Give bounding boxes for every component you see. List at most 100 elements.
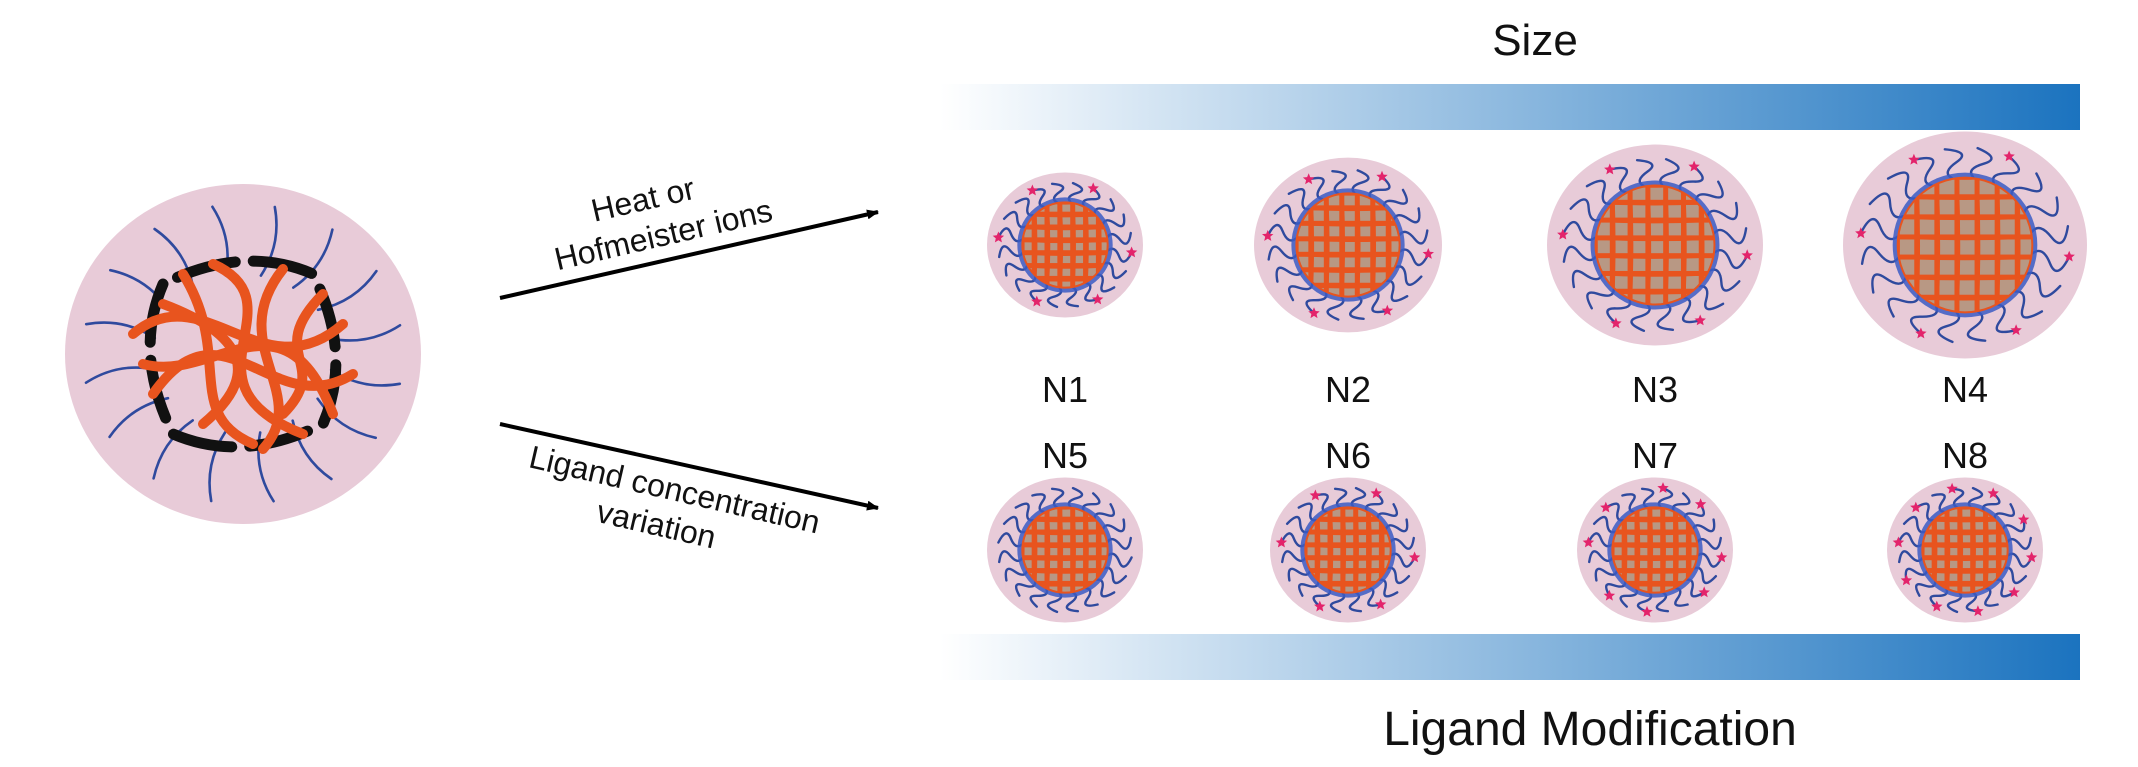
size-label: Size — [1492, 16, 1578, 65]
particle-label: N5 — [1042, 435, 1088, 476]
mesh-cavity — [1899, 239, 1915, 255]
mesh-strand — [1923, 543, 2007, 549]
mesh-cavity — [1383, 547, 1390, 556]
mesh-cavity — [1313, 225, 1324, 237]
targeting-ligand-marker — [1657, 482, 1669, 493]
mesh-cavity — [1358, 521, 1367, 530]
mesh-cavity — [1036, 229, 1045, 238]
targeting-ligand-marker — [1308, 307, 1320, 319]
mesh-cavity — [1665, 508, 1674, 517]
mesh-cavity — [1668, 275, 1681, 289]
targeting-ligand-marker — [1715, 551, 1728, 563]
mesh-strand — [1306, 568, 1390, 574]
mesh-cavity — [1023, 547, 1032, 556]
mesh-cavity — [1036, 268, 1045, 276]
particle-label: N1 — [1042, 369, 1088, 410]
mesh-cavity — [1650, 240, 1664, 254]
top-reaction-arrow — [499, 209, 879, 300]
mesh-cavity — [1023, 242, 1032, 251]
targeting-ligand-marker — [1408, 551, 1421, 563]
mesh-strand — [1596, 271, 1714, 277]
mesh-cavity — [2000, 560, 2007, 569]
mesh-cavity — [1036, 521, 1045, 530]
mesh-cavity — [1088, 547, 1096, 556]
mesh-cavity — [1049, 573, 1058, 581]
mesh-cavity — [1344, 194, 1355, 206]
mesh-cavity — [1383, 534, 1390, 543]
mesh-cavity — [1626, 534, 1635, 543]
mesh-strand — [1306, 543, 1390, 549]
mesh-cavity — [1383, 560, 1390, 569]
mesh-cavity — [1313, 272, 1324, 283]
mesh-cavity — [1919, 239, 1935, 255]
mesh-cavity — [1062, 547, 1071, 556]
mesh-cavity — [1962, 585, 1971, 592]
mesh-cavity — [1390, 241, 1399, 252]
targeting-ligand-marker — [2008, 586, 2020, 598]
polymer-chain — [128, 311, 348, 352]
mesh-strand — [1023, 543, 1107, 549]
mesh-cavity — [1088, 255, 1096, 264]
mesh-cavity — [1632, 222, 1646, 236]
bottom-arrow-label: Ligand concentration variation — [526, 439, 824, 556]
mesh-cavity — [1949, 508, 1958, 517]
mesh-cavity — [1962, 560, 1971, 569]
mesh-cavity — [1923, 534, 1932, 543]
ligand-chain — [2025, 271, 2062, 298]
targeting-ligand-marker — [2025, 551, 2038, 563]
nanoparticle — [1577, 477, 1733, 623]
mesh-cavity — [1371, 547, 1379, 556]
mesh-cavity — [1668, 293, 1681, 304]
ligand-chain — [292, 228, 334, 289]
mesh-cavity — [1075, 216, 1084, 225]
targeting-ligand-marker — [1374, 598, 1387, 610]
mesh-cavity — [1999, 279, 2015, 295]
particle-label: N2 — [1325, 369, 1371, 410]
mesh-cavity — [1049, 229, 1058, 238]
mesh-cavity — [1319, 560, 1328, 569]
targeting-ligand-marker — [1688, 160, 1700, 172]
mesh-cavity — [1936, 560, 1945, 569]
ligand-chain — [1871, 273, 1907, 294]
mesh-cavity — [1919, 279, 1935, 295]
mesh-cavity — [1962, 547, 1971, 556]
nanoparticle — [1254, 157, 1442, 333]
polymer-chain — [178, 269, 258, 449]
mesh-cavity — [1062, 280, 1071, 287]
ligand-chain — [1969, 146, 1993, 179]
mesh-cavity — [1345, 547, 1354, 556]
ligand-chain — [1912, 156, 1935, 187]
mesh-cavity — [1049, 280, 1058, 287]
mesh-cavity — [1949, 585, 1958, 592]
targeting-ligand-marker — [1031, 295, 1043, 307]
mesh-cavity — [1306, 560, 1315, 569]
mesh-cavity — [1597, 240, 1610, 254]
mesh-cavity — [1685, 258, 1699, 271]
ligand-chain — [1995, 303, 2018, 334]
mesh-cavity — [1650, 275, 1664, 289]
mesh-strand — [1613, 530, 1697, 536]
mesh-cavity — [1036, 255, 1045, 264]
mesh-strand — [1923, 530, 2007, 536]
mesh-strand — [1898, 255, 2032, 261]
ligand-chain — [1399, 248, 1430, 267]
mesh-cavity — [1652, 534, 1661, 543]
mesh-cavity — [1703, 240, 1714, 254]
mesh-cavity — [1332, 534, 1341, 543]
mesh-cavity — [1100, 255, 1107, 264]
ligand-chain — [2030, 225, 2070, 245]
mesh-cavity — [1939, 299, 1955, 312]
mesh-cavity — [1375, 241, 1386, 252]
mesh-cavity — [1345, 534, 1354, 543]
mesh-cavity — [1678, 521, 1686, 530]
mesh-cavity — [1613, 560, 1622, 569]
particle-label: N4 — [1942, 369, 1988, 410]
mesh-cavity — [1632, 275, 1646, 289]
mesh-cavity — [1075, 585, 1084, 592]
mesh-cavity — [1939, 199, 1955, 215]
targeting-ligand-marker — [1694, 314, 1706, 326]
mesh-cavity — [1332, 560, 1341, 569]
mesh-cavity — [1639, 521, 1648, 530]
mesh-cavity — [1939, 219, 1955, 235]
